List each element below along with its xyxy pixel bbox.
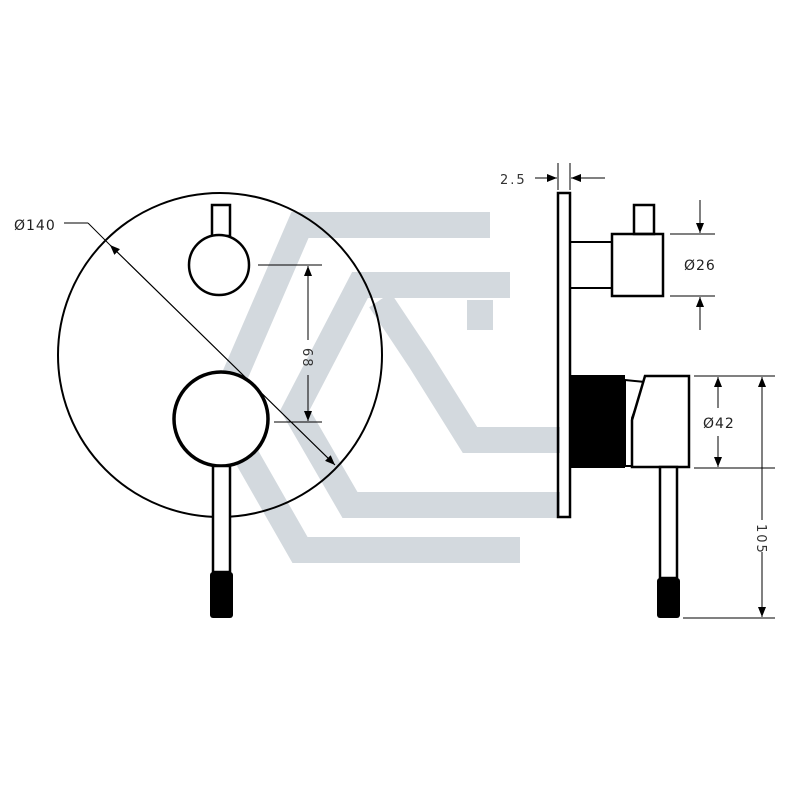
- spacing-dimension: 68: [258, 264, 322, 423]
- handle-knob: [210, 572, 233, 618]
- plate-diameter-label: Ø140: [14, 218, 56, 234]
- diverter-knob-side: [632, 203, 656, 236]
- spacing-label: 68: [299, 348, 314, 369]
- height-label: 105: [753, 524, 768, 555]
- mixer-handle-body: [630, 374, 691, 469]
- diverter-circle: [187, 233, 251, 297]
- plate-side: [556, 191, 572, 519]
- watermark-logo: [205, 212, 560, 563]
- thickness-dimension: 2.5: [500, 163, 605, 190]
- thickness-label: 2.5: [500, 173, 527, 188]
- handle-knob-side: [657, 578, 680, 618]
- diverter-body: [610, 232, 665, 298]
- handle-rod-side: [658, 465, 679, 580]
- front-view: Ø140 68: [14, 192, 383, 618]
- mixer-diameter-label: Ø42: [703, 416, 735, 432]
- diameter-dimension: Ø140: [14, 218, 336, 466]
- side-view: 2.5 Ø26 Ø42 105: [500, 163, 775, 619]
- mixer-base: [570, 375, 625, 468]
- diverter-diameter-dimension: Ø26: [670, 200, 716, 330]
- mixer-diameter-dimension: Ø42: [694, 375, 775, 469]
- height-dimension: 105: [683, 377, 775, 619]
- diverter-knob: [210, 203, 232, 238]
- diverter-diameter-label: Ø26: [684, 258, 716, 274]
- handle-rod: [211, 464, 232, 574]
